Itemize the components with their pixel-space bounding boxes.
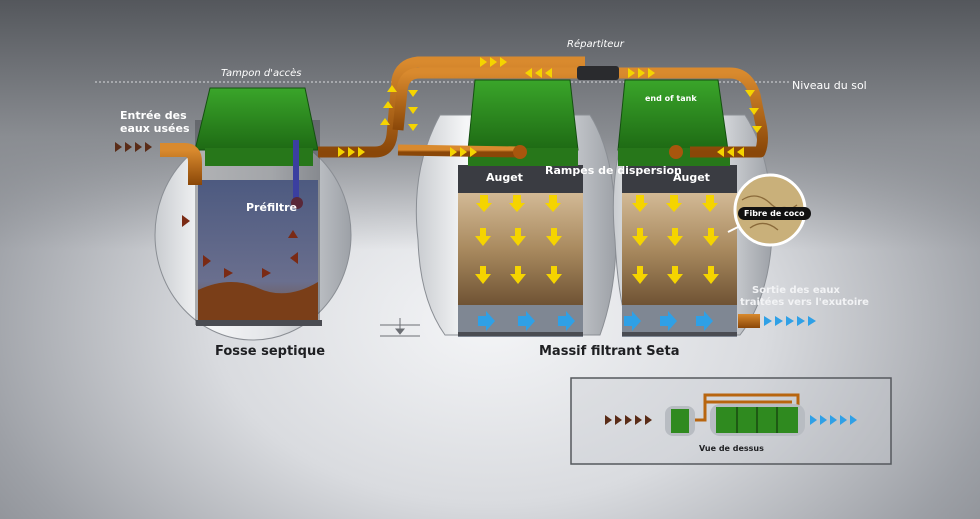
- pipe-cap-left: [513, 145, 527, 159]
- repartiteur-label: Répartiteur: [567, 39, 624, 50]
- pipe-cap-right: [669, 145, 683, 159]
- massif-filtrant-title: Massif filtrant Seta: [539, 344, 680, 359]
- distribution-pipe: [318, 56, 768, 158]
- auget-label-right: Auget: [673, 171, 710, 184]
- sortie-label-line2: traitées vers l'exutoire: [740, 297, 869, 308]
- splitter: [577, 66, 619, 80]
- auget-label-left: Auget: [486, 171, 523, 184]
- entree-label-line2: eaux usées: [120, 122, 190, 135]
- outflow-arrows: [478, 311, 816, 331]
- top-view-inset: [570, 377, 892, 465]
- fibre-coco-tag: Fibre de coco: [738, 207, 811, 220]
- entree-label-line1: Entrée des: [120, 109, 187, 122]
- fosse-septique-title: Fosse septique: [215, 344, 326, 359]
- sortie-label-line1: Sortie des eaux: [752, 285, 840, 296]
- septic-tank: [154, 87, 352, 341]
- inflow-chevrons: [115, 142, 152, 152]
- rampes-label: Rampes de dispersion: [545, 164, 682, 177]
- prefiltre-label: Préfiltre: [246, 201, 298, 214]
- flow-chevrons-yellow: [338, 57, 762, 157]
- tampon-label: Tampon d'accès: [221, 68, 302, 79]
- depth-marker: [380, 318, 420, 337]
- end-of-tank-label: end of tank: [645, 94, 697, 103]
- vue-dessus-label: Vue de dessus: [699, 444, 764, 453]
- filter-flow-arrows: [475, 195, 719, 284]
- filter-module-right: [612, 79, 773, 337]
- niveau-sol-label: Niveau du sol: [792, 79, 867, 92]
